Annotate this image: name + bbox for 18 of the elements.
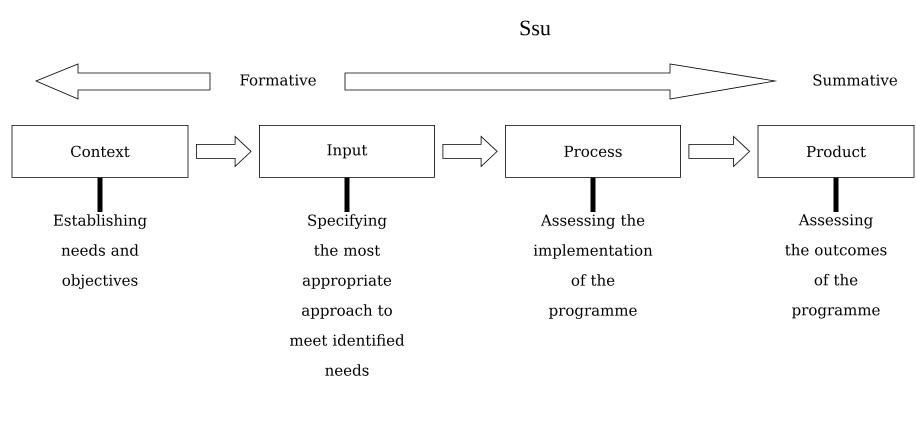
connector-line: [98, 178, 102, 212]
connector-line: [834, 178, 838, 212]
stage-box: Input: [259, 125, 435, 178]
direction-label: Formative: [240, 74, 316, 86]
stage-box: Context: [12, 125, 188, 178]
block-arrow: [196, 135, 252, 168]
connector-line: [590, 178, 596, 212]
stage-box: Product: [758, 125, 914, 178]
description-text: Specifying the most appropriate approach to meet identified needs: [290, 214, 404, 376]
block-arrow: [688, 135, 750, 168]
direction-label: Summative: [814, 74, 897, 86]
stage-box: Process: [505, 125, 681, 178]
description-text: Assessing the implementation of the programme: [534, 214, 652, 319]
description-text: Assessing the outcomes of the programme: [785, 214, 886, 319]
title: Ssu: [520, 20, 551, 36]
connector-line: [344, 178, 350, 212]
description-text: Establishing needs and objectives: [54, 214, 147, 289]
block-arrow: [442, 135, 498, 168]
